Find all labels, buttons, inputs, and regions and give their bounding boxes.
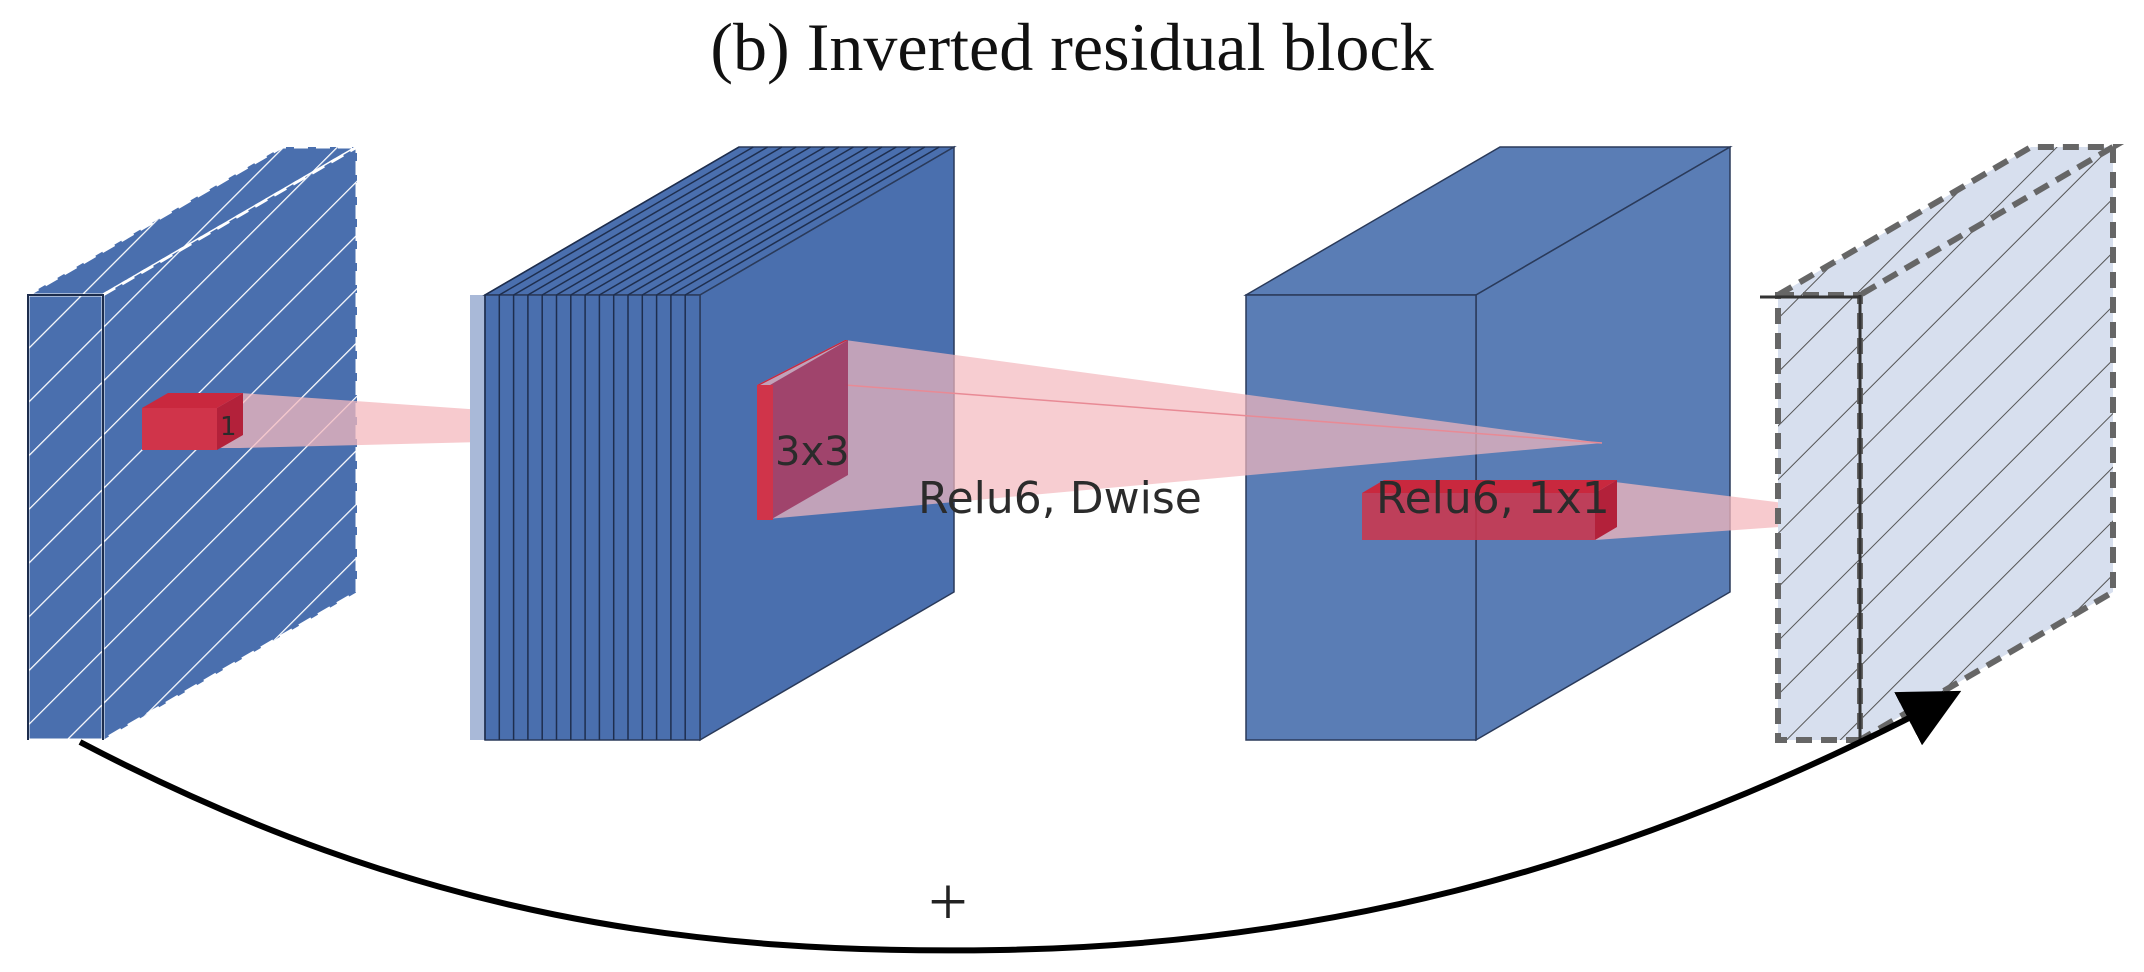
output-block	[1760, 144, 2125, 743]
relu6-1x1-label: Relu6, 1x1	[1376, 473, 1610, 524]
expansion-slice-top-edge	[627, 146, 883, 296]
kernel-3x3-cube	[757, 340, 848, 520]
expansion-slice-top-edge	[527, 146, 783, 296]
diagram-title: (b) Inverted residual block	[710, 9, 1434, 85]
residual-connection-arrow	[78, 690, 1962, 954]
expansion-slice-top-edge	[570, 146, 826, 296]
expansion-slice-top-edge	[484, 146, 740, 296]
input-block	[22, 144, 363, 743]
kernel-1x1-cube	[1362, 480, 1617, 540]
kernel-3x3-label: 3x3	[775, 429, 850, 475]
expansion-slice-top-edge	[541, 146, 797, 296]
projection-cone-3	[1595, 482, 1905, 540]
expansion-slices	[484, 146, 940, 740]
expansion-slice-top-edge	[599, 146, 854, 296]
expansion-slice-top-edge	[656, 146, 911, 296]
expansion-slice-top-edge	[641, 146, 897, 296]
expansion-slice-top-edge	[584, 146, 840, 296]
kernel-1-label: 1	[220, 412, 237, 442]
relu6-dwise-label: Relu6, Dwise	[918, 473, 1202, 524]
plus-symbol: +	[928, 864, 967, 941]
expansion-slice-top-edge	[613, 146, 869, 296]
projection-cone-2	[757, 340, 1602, 520]
expansion-slice-top-edge	[498, 146, 754, 296]
expansion-slice-top-edge	[684, 146, 940, 296]
kernel-1-cube	[142, 393, 243, 450]
expansion-slice-top-edge	[513, 146, 768, 296]
expansion-slice-top-edge	[556, 146, 811, 296]
projection-cone-1	[190, 393, 483, 448]
expansion-slice-top-edge	[670, 146, 926, 296]
